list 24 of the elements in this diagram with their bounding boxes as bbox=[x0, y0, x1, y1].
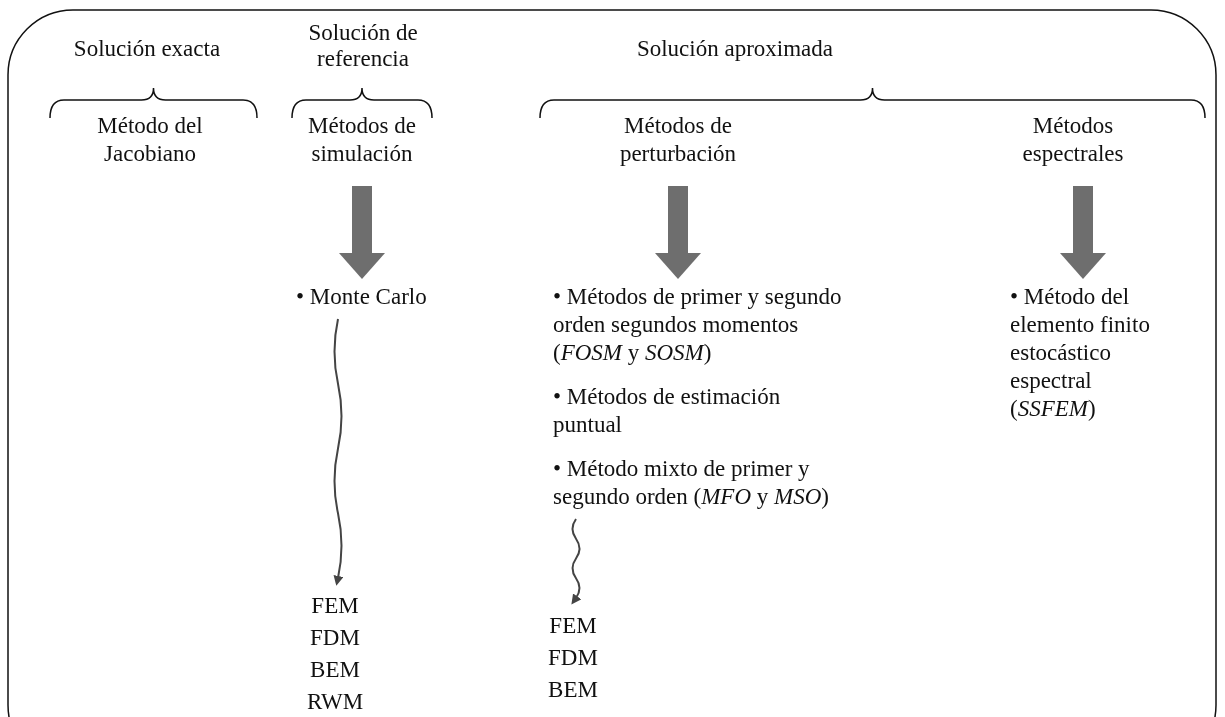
bullet-item: • Monte Carlo bbox=[296, 283, 476, 311]
heading-text: Solución exacta bbox=[72, 36, 222, 62]
method-acronym: FEM bbox=[548, 612, 598, 640]
heading-text: Solución aproximada bbox=[635, 36, 835, 62]
block-arrow bbox=[655, 186, 701, 279]
bullet-item: • Métodos de estimación puntual bbox=[553, 383, 782, 439]
method-heading: Métodos de simulación bbox=[287, 112, 437, 168]
method-heading: Métodos espectrales bbox=[1003, 112, 1143, 168]
method-acronym: RWM bbox=[305, 688, 365, 716]
wavy-arrow bbox=[333, 318, 344, 586]
bullet-item: • Método del elemento finito estocástico espectral (SSFEM) bbox=[1010, 283, 1160, 423]
bullet-item: • Método mixto de primer y segundo orden (MFO y MSO) bbox=[553, 455, 830, 511]
method-acronym: BEM bbox=[547, 676, 599, 704]
method-heading: Método del Jacobiano bbox=[78, 112, 222, 168]
block-arrow bbox=[339, 186, 385, 279]
method-acronym: FDM bbox=[309, 624, 361, 652]
method-acronym: BEM bbox=[309, 656, 361, 684]
method-heading: Métodos de perturbación bbox=[598, 112, 758, 168]
wavy-arrow bbox=[571, 518, 582, 605]
method-acronym: FDM bbox=[547, 644, 599, 672]
heading-text: Solución de referencia bbox=[307, 20, 419, 72]
block-arrow bbox=[1060, 186, 1106, 279]
bullet-item: • Métodos de primer y segundo orden segundos momentos (FOSM y SOSM) bbox=[553, 283, 843, 367]
method-acronym: FEM bbox=[310, 592, 360, 620]
